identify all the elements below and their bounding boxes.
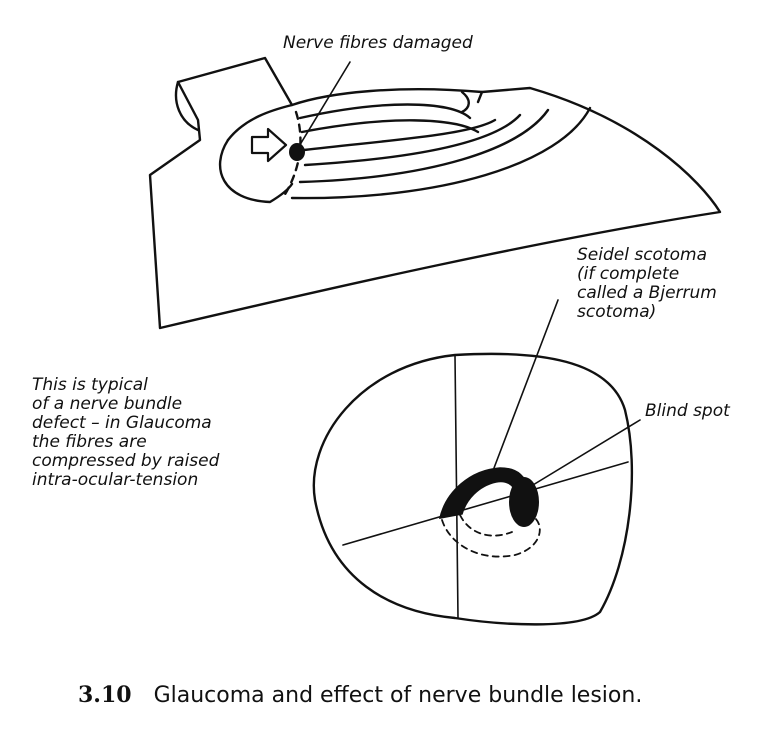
optic-nerve-stub <box>176 82 198 130</box>
caption-number: 3.10 <box>78 682 132 708</box>
label-line: called a Bjerrum <box>577 284 717 303</box>
label-line: Seidel scotoma <box>577 246 717 265</box>
label-line: This is typical <box>32 376 219 395</box>
label-line: (if complete <box>577 265 717 284</box>
nerve-fibre-lesion <box>289 143 305 161</box>
retina-notch <box>462 92 482 112</box>
optic-disc-top <box>228 105 292 140</box>
nerve-fibre-arc-1 <box>300 105 470 119</box>
label-seidel-scotoma: Seidel scotoma (if complete called a Bje… <box>577 246 717 322</box>
label-line: Nerve fibres damaged <box>283 34 473 53</box>
label-line: defect – in Glaucoma <box>32 414 219 433</box>
label-line: intra-ocular-tension <box>32 471 219 490</box>
label-line: scotoma) <box>577 303 717 322</box>
pointer-seidel <box>494 300 558 468</box>
arrow-icon <box>252 129 286 161</box>
pointer-nerve-fibres <box>298 62 350 148</box>
pointer-blind-spot <box>528 420 640 488</box>
nerve-fibre-arc-3 <box>304 120 495 150</box>
nerve-fibre-arc-2 <box>302 120 478 132</box>
label-blind-spot: Blind spot <box>645 402 730 421</box>
figure-caption: 3.10 Glaucoma and effect of nerve bundle … <box>78 682 642 708</box>
blind-spot <box>509 477 539 527</box>
caption-text: Glaucoma and effect of nerve bundle lesi… <box>154 683 643 708</box>
label-line: of a nerve bundle <box>32 395 219 414</box>
label-line: Blind spot <box>645 402 730 421</box>
label-line: compressed by raised <box>32 452 219 471</box>
label-line: the fibres are <box>32 433 219 452</box>
label-nerve-fibres-damaged: Nerve fibres damaged <box>283 34 473 53</box>
label-nerve-bundle-defect-note: This is typical of a nerve bundle defect… <box>32 376 219 490</box>
